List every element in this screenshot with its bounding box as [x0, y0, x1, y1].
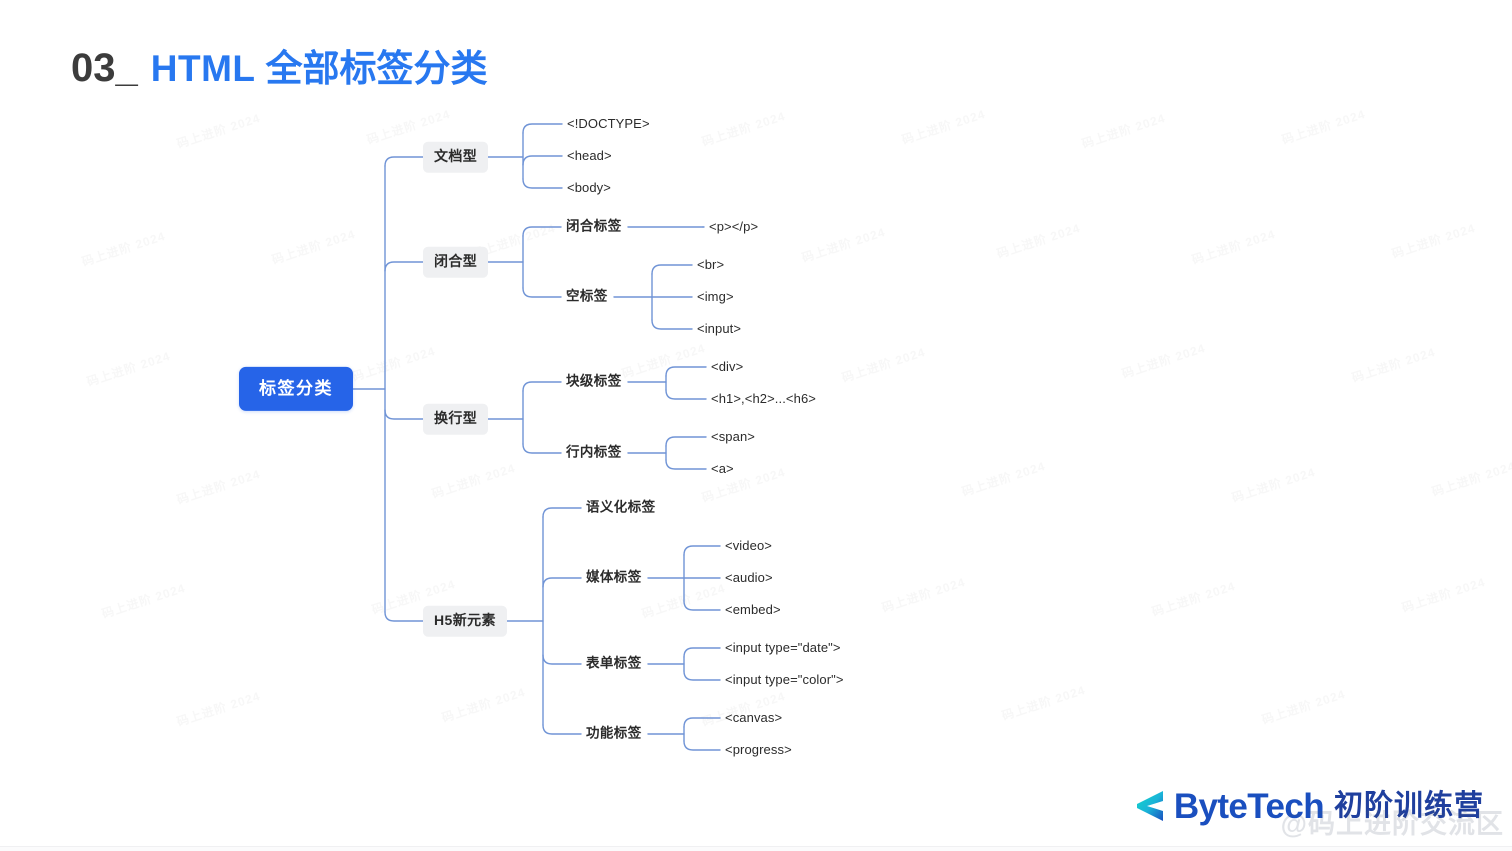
page-title-number: 03_ — [71, 46, 138, 90]
mindmap-leaf-node[interactable]: <img> — [697, 287, 734, 307]
mindmap-leaf-node[interactable]: <canvas> — [725, 708, 782, 728]
mindmap-leaf-node[interactable]: <h1>,<h2>...<h6> — [711, 389, 816, 409]
mindmap-subbranch-node[interactable]: 语义化标签 — [586, 498, 656, 519]
mindmap-leaf-node[interactable]: <input> — [697, 319, 741, 339]
page-title-english: HTML — [150, 48, 256, 89]
node-label: <h1>,<h2>...<h6> — [711, 390, 816, 406]
mindmap-branch-node[interactable]: 闭合型 — [423, 246, 489, 278]
mindmap-subbranch-node[interactable]: 功能标签 — [586, 724, 642, 745]
mindmap-subbranch-node[interactable]: 行内标签 — [566, 443, 622, 464]
mindmap-leaf-node[interactable]: <input type="color"> — [725, 670, 844, 690]
node-label: <img> — [697, 288, 734, 304]
node-label: 块级标签 — [566, 373, 622, 389]
mindmap-branch-node[interactable]: H5新元素 — [423, 605, 507, 637]
mindmap-leaf-node[interactable]: <input type="date"> — [725, 638, 841, 658]
node-label: <span> — [711, 428, 755, 444]
mindmap-subbranch-node[interactable]: 表单标签 — [586, 654, 642, 675]
node-label: 空标签 — [566, 288, 608, 304]
node-label: <canvas> — [725, 709, 783, 725]
node-label: H5新元素 — [434, 611, 496, 628]
node-label: <a> — [711, 460, 734, 476]
chevron-left-icon — [1136, 791, 1163, 821]
mindmap-branch-node[interactable]: 文档型 — [423, 141, 489, 173]
footer-brand-name: ByteTech — [1173, 786, 1325, 826]
node-label: <progress> — [725, 741, 792, 757]
node-label: 行内标签 — [566, 444, 622, 460]
mindmap-root-node[interactable]: 标签分类 — [239, 366, 353, 412]
node-label: <div> — [711, 358, 744, 374]
mindmap-subbranch-node[interactable]: 媒体标签 — [586, 568, 642, 589]
mindmap-leaf-node[interactable]: <head> — [567, 146, 612, 166]
node-label: <audio> — [725, 569, 773, 585]
node-label: <input type="date"> — [725, 639, 841, 655]
node-label: 表单标签 — [586, 655, 642, 671]
node-label: 闭合标签 — [566, 218, 622, 234]
mindmap-leaf-node[interactable]: <body> — [567, 178, 611, 198]
mindmap-leaf-node[interactable]: <br> — [697, 255, 724, 275]
mindmap-leaf-node[interactable]: <audio> — [725, 568, 773, 588]
mindmap-leaf-node[interactable]: <!DOCTYPE> — [567, 114, 650, 134]
mindmap-leaf-node[interactable]: <p></p> — [709, 217, 758, 237]
node-label: 语义化标签 — [586, 499, 656, 515]
mindmap-subbranch-node[interactable]: 块级标签 — [566, 372, 622, 393]
node-label: 媒体标签 — [586, 569, 642, 585]
node-label: <embed> — [725, 601, 781, 617]
mindmap-leaf-node[interactable]: <div> — [711, 357, 743, 377]
bottom-divider — [0, 846, 1512, 851]
node-label: <video> — [725, 537, 772, 553]
node-label: 标签分类 — [259, 378, 333, 398]
node-label: <head> — [567, 147, 612, 163]
node-label: 换行型 — [434, 409, 478, 426]
mindmap-branch-node[interactable]: 换行型 — [423, 403, 489, 435]
node-label: <input> — [697, 320, 742, 336]
mindmap-subbranch-node[interactable]: 空标签 — [566, 287, 608, 308]
node-label: <input type="color"> — [725, 671, 844, 687]
node-label: <br> — [697, 256, 725, 272]
mindmap-leaf-node[interactable]: <span> — [711, 427, 755, 447]
footer-branding: ByteTech 初阶训练营 — [1135, 783, 1484, 829]
mindmap-subbranch-node[interactable]: 闭合标签 — [566, 217, 622, 238]
node-label: <p></p> — [709, 218, 759, 234]
mindmap-leaf-node[interactable]: <video> — [725, 536, 772, 556]
mindmap-leaf-node[interactable]: <a> — [711, 459, 734, 479]
node-label: 文档型 — [434, 147, 478, 164]
node-label: 闭合型 — [434, 252, 478, 269]
page-title-chinese: 全部标签分类 — [265, 48, 488, 89]
footer-subtitle: 初阶训练营 — [1333, 789, 1484, 822]
mindmap-leaf-node[interactable]: <progress> — [725, 740, 792, 760]
node-label: 功能标签 — [586, 725, 642, 741]
mindmap-leaf-node[interactable]: <embed> — [725, 600, 781, 620]
node-label: <!DOCTYPE> — [567, 115, 650, 131]
node-label: <body> — [567, 179, 611, 195]
